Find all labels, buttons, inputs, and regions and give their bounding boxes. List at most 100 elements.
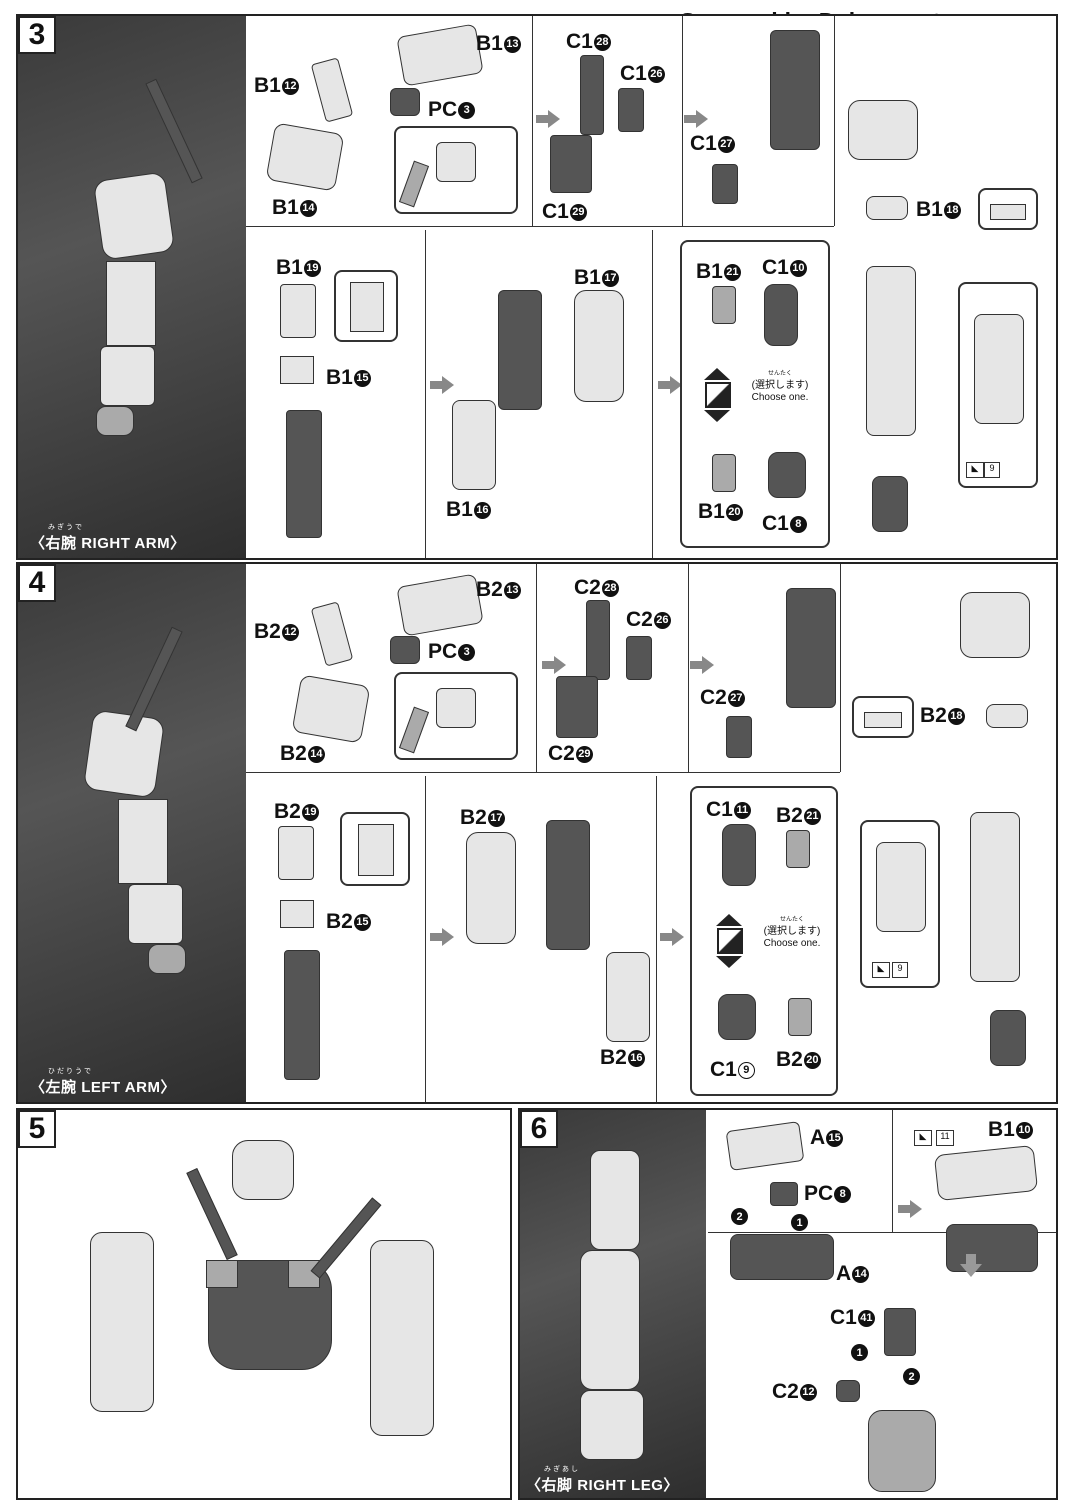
fist-hand-c1-11 bbox=[722, 824, 756, 886]
step-3-divider-v1 bbox=[532, 16, 533, 226]
beam-saber-hilt bbox=[145, 78, 203, 184]
step-4-preview bbox=[18, 564, 246, 1102]
forearm-cover-b1-17 bbox=[574, 290, 624, 402]
joint-c2-28 bbox=[586, 600, 610, 680]
arm-assembled-step3 bbox=[866, 266, 916, 436]
sticker-detail-forearm-4 bbox=[876, 842, 926, 932]
step-3-hand-box bbox=[680, 240, 830, 548]
hand-attach-step3 bbox=[872, 476, 908, 532]
hand-attach-step4 bbox=[990, 1010, 1026, 1066]
forearm-inner-assembly bbox=[498, 290, 542, 410]
beam-saber-hilt-left bbox=[125, 626, 183, 732]
shoulder-cap-b1-18 bbox=[866, 196, 908, 220]
step-5-number: 5 bbox=[18, 1110, 56, 1148]
detail-armor-inner-left bbox=[436, 688, 476, 728]
arm-forearm-left bbox=[128, 884, 183, 944]
step-4-divider-v1 bbox=[536, 564, 537, 772]
step-3-caption-ruby: みぎうで bbox=[48, 524, 84, 531]
step-4-caption: ひだりうで 〈左腕 LEFT ARM〉 bbox=[30, 1068, 176, 1096]
step-4-divider-v3 bbox=[840, 564, 841, 772]
arm-forearm bbox=[100, 346, 155, 406]
arm-hand bbox=[96, 406, 134, 436]
b1-18-detail bbox=[990, 204, 1026, 220]
step-4-caption-ruby: ひだりうで bbox=[48, 1068, 93, 1075]
leg-thigh bbox=[590, 1150, 640, 1250]
fist-hand-c1-10 bbox=[764, 284, 798, 346]
hand-guard-b1-20 bbox=[712, 454, 736, 492]
step-6-caption-ja: 右脚 bbox=[541, 1477, 573, 1494]
b2-18-detail bbox=[864, 712, 902, 728]
joint-c2-29 bbox=[556, 676, 598, 738]
step-3-number: 3 bbox=[18, 16, 56, 54]
foot-complete bbox=[868, 1410, 936, 1492]
step-3-caption-ja: 右腕 bbox=[45, 535, 77, 552]
detail-fin-left bbox=[398, 706, 430, 754]
sticker-detail-box-4: ◣ 9 bbox=[860, 820, 940, 988]
sticker-icon-6: ◣ bbox=[914, 1130, 932, 1146]
sticker-number-6: 11 bbox=[936, 1130, 954, 1146]
open-hand-c1-9 bbox=[718, 994, 756, 1040]
step-4-divider-h bbox=[246, 772, 840, 773]
step-4-caption-en: LEFT ARM bbox=[81, 1079, 161, 1096]
arm-assembled-step4 bbox=[970, 812, 1020, 982]
step-4-flow-arrow-4 bbox=[660, 928, 684, 946]
arm-hand-left bbox=[148, 944, 186, 974]
hand-guard-b2-21 bbox=[786, 830, 810, 868]
hand-guard-b1-21 bbox=[712, 286, 736, 324]
step-4-hand-box bbox=[690, 786, 838, 1096]
sticker-detail-box-3: ◣ 9 bbox=[958, 282, 1038, 488]
step-6-preview bbox=[520, 1110, 706, 1498]
detail-fin bbox=[398, 160, 430, 208]
step-3-detail-box bbox=[394, 126, 518, 214]
step-6-flow-arrow-1 bbox=[898, 1200, 922, 1218]
sticker-number-4: 9 bbox=[892, 962, 908, 978]
step-4-number: 4 bbox=[18, 564, 56, 602]
forearm-b1-16 bbox=[452, 400, 496, 490]
arm-shoulder-armor-left bbox=[82, 709, 166, 799]
step-3-caption: みぎうで 〈右腕 RIGHT ARM〉 bbox=[30, 524, 186, 552]
arm-shoulder-armor bbox=[92, 171, 176, 261]
wrist-b2-19 bbox=[278, 826, 314, 880]
cover-c1-27 bbox=[712, 164, 738, 204]
b2-19-detail bbox=[358, 824, 394, 876]
leg-shin bbox=[580, 1250, 640, 1390]
forearm-frame bbox=[286, 410, 322, 538]
step-4-flow-arrow-3 bbox=[430, 928, 454, 946]
step-3-flow-arrow-3 bbox=[430, 376, 454, 394]
sticker-detail-forearm-3 bbox=[974, 314, 1024, 424]
b1-19-detail bbox=[350, 282, 384, 332]
wrist-b2-15 bbox=[280, 900, 314, 928]
step-3-flow-arrow-4 bbox=[658, 376, 682, 394]
joint-c1-28 bbox=[580, 55, 604, 135]
sticker-icon-3: ◣ bbox=[966, 462, 984, 478]
forearm-b2-16 bbox=[606, 952, 650, 1042]
step-3-divider-v5 bbox=[652, 230, 653, 558]
poly-cap-pc3 bbox=[390, 88, 420, 116]
b1-18-detail-box bbox=[978, 188, 1038, 230]
arm-joint-assembly-left bbox=[786, 588, 836, 708]
order-1-a: 1 bbox=[790, 1214, 808, 1231]
step-4-divider-v2 bbox=[688, 564, 689, 772]
step-3-divider-v3 bbox=[834, 16, 835, 226]
